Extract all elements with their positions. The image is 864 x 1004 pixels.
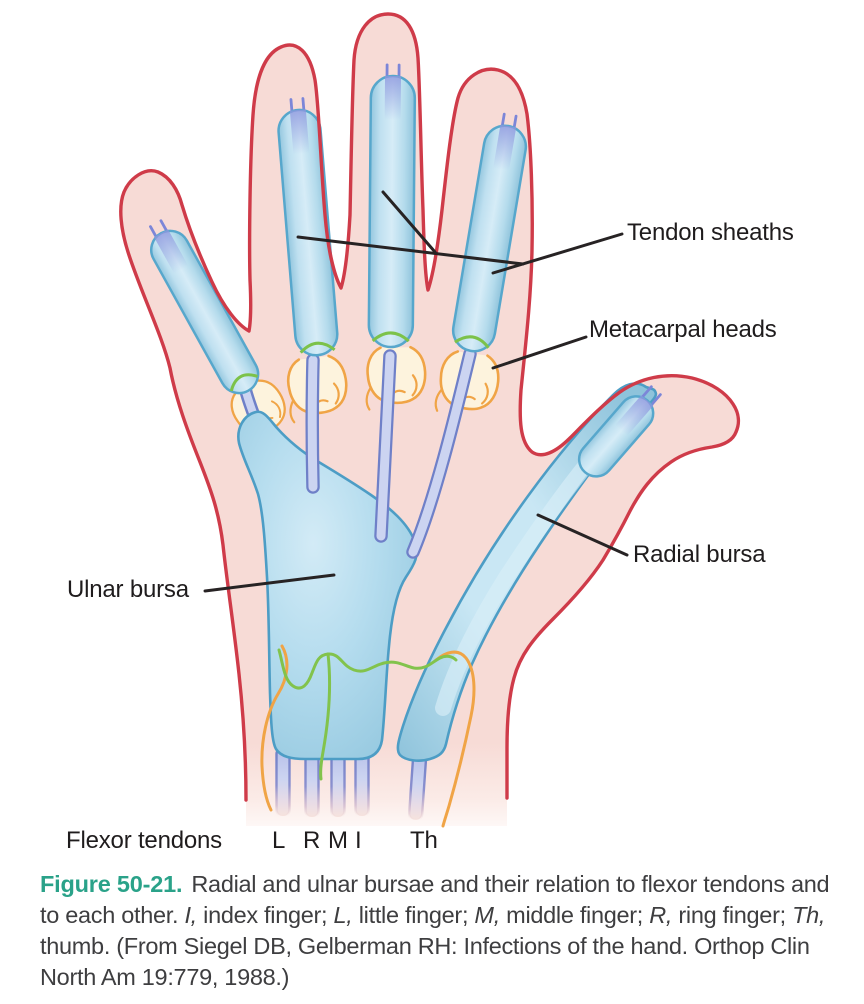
orange-line-right bbox=[434, 650, 476, 828]
caption-body-4: middle finger; bbox=[499, 902, 650, 928]
leader-tendon-sheaths-middle bbox=[381, 190, 437, 254]
caption-body-2: index finger; bbox=[196, 902, 334, 928]
leader-lines bbox=[203, 190, 629, 593]
caption-body-1: Radial and ulnar bursae and their relati… bbox=[40, 871, 830, 928]
caption-abbr-middle: M, bbox=[474, 902, 500, 928]
label-tendon-sheaths: Tendon sheaths bbox=[627, 219, 794, 246]
label-tendon-l: L bbox=[272, 827, 286, 854]
caption-body-6: thumb. (From Siegel DB, Gelberman RH: In… bbox=[40, 933, 810, 990]
label-radial-bursa: Radial bursa bbox=[633, 541, 766, 568]
leader-tendon-sheaths-ring bbox=[296, 235, 525, 266]
caption-abbr-thumb: Th, bbox=[792, 902, 826, 928]
label-flexor-tendons: Flexor tendons bbox=[66, 827, 222, 854]
leader-ulnar-bursa bbox=[203, 573, 336, 593]
label-ulnar-bursa: Ulnar bursa bbox=[67, 576, 189, 603]
tendon-sheath-thumb bbox=[577, 385, 662, 478]
caption-abbr-little: L, bbox=[333, 902, 353, 928]
leader-tendon-sheaths-index bbox=[491, 232, 624, 275]
caption-body-5: ring finger; bbox=[672, 902, 793, 928]
figure-number: Figure 50-21. bbox=[40, 871, 183, 897]
hand-illustration bbox=[119, 12, 741, 828]
caption-abbr-ring: R, bbox=[649, 902, 673, 928]
label-tendon-m: M bbox=[328, 827, 348, 854]
label-tendon-th: Th bbox=[410, 827, 438, 854]
palm-tendons bbox=[305, 347, 477, 559]
tendon-sheath-middle bbox=[367, 63, 417, 349]
label-tendon-r: R bbox=[303, 827, 321, 854]
green-line-wrist bbox=[277, 648, 458, 690]
orange-line-left bbox=[260, 644, 289, 812]
wrist-lines bbox=[260, 644, 476, 828]
caption-abbr-index: I, bbox=[184, 902, 197, 928]
green-line-descender bbox=[319, 652, 332, 781]
leader-radial-bursa bbox=[536, 513, 629, 557]
label-metacarpal-heads: Metacarpal heads bbox=[589, 316, 777, 343]
figure-caption: Figure 50-21.Radial and ulnar bursae and… bbox=[40, 869, 838, 993]
tendon-sheath-index bbox=[451, 112, 528, 353]
label-tendon-i: I bbox=[355, 827, 362, 854]
hand-outline bbox=[119, 12, 741, 802]
caption-body-3: little finger; bbox=[352, 902, 475, 928]
leader-metacarpal-heads bbox=[491, 335, 588, 370]
